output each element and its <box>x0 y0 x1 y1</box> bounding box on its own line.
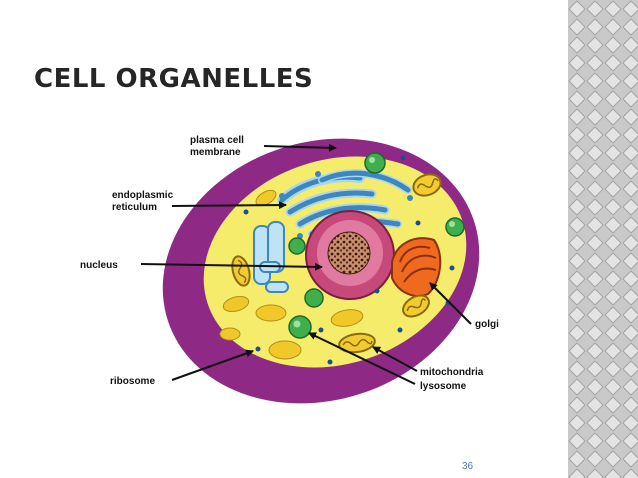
nucleolus <box>327 231 371 275</box>
label-nucleus: nucleus <box>80 260 118 271</box>
label-ribosome: ribosome <box>110 376 155 387</box>
endoplasmic-reticulum <box>253 169 413 293</box>
arrow-nucleus <box>140 262 323 271</box>
mitochondria <box>231 173 442 354</box>
pointer-arrows <box>140 143 472 385</box>
label-mitochondria: mitochondria <box>420 367 484 378</box>
side-pattern-panel <box>568 0 638 478</box>
page-number: 36 <box>462 461 474 472</box>
ribosomes <box>243 155 455 365</box>
arrow-lysosome <box>308 332 416 385</box>
label-golgi: golgi <box>475 319 499 330</box>
label-lysosome: lysosome <box>420 381 467 392</box>
slide-title: CELL ORGANELLES <box>34 64 314 94</box>
arrow-mitochondria <box>372 346 418 372</box>
side-pattern <box>568 0 638 478</box>
golgi-apparatus <box>391 237 442 297</box>
vesicles <box>219 189 364 360</box>
arrow-endoplasmic-reticulum <box>171 201 287 210</box>
arrow-golgi <box>429 282 472 325</box>
arrow-ribosome <box>171 349 254 381</box>
arrow-plasma-membrane <box>263 143 337 152</box>
